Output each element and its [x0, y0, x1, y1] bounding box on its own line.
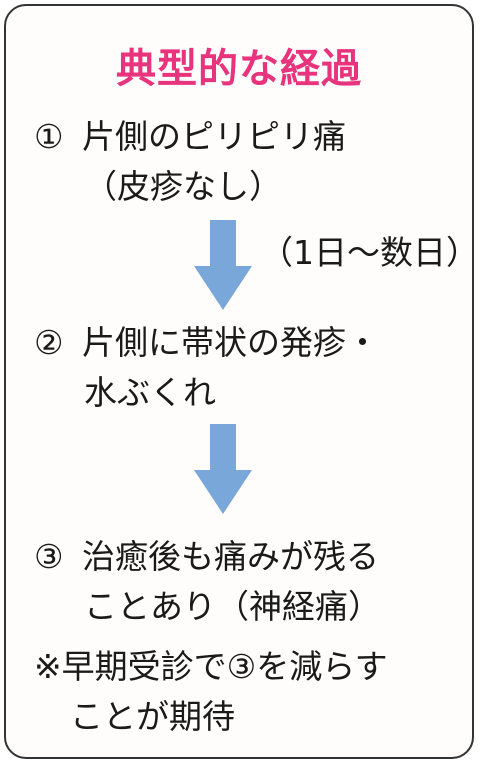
step-3-line2: ことあり（神経痛）: [84, 587, 381, 626]
down-arrow-icon: [194, 220, 252, 310]
step-1: ① 片側のピリピリ痛 （皮疹なし）: [34, 112, 346, 212]
step-2-line2: 水ぶくれ: [84, 373, 216, 412]
duration-label: （1日〜数日）: [260, 233, 479, 272]
step-2-line1: 片側に帯状の発疹・: [82, 323, 379, 362]
down-arrow-icon: [194, 424, 252, 514]
progression-card: 典型的な経過 ① 片側のピリピリ痛 （皮疹なし） （1日〜数日） ② 片側に帯状の発…: [4, 4, 479, 759]
step-3: ③ 治癒後も痛みが残る ことあり（神経痛）: [34, 532, 381, 632]
note: ※早期受診で③を減らす ことが期待: [34, 642, 388, 742]
diagram-title: 典型的な経過: [116, 46, 362, 92]
step-1-line1: 片側のピリピリ痛: [82, 117, 346, 156]
step-3-line1-row: ③ 治癒後も痛みが残る: [34, 532, 381, 582]
step-2: ② 片側に帯状の発疹・ 水ぶくれ: [34, 318, 379, 418]
step-2-number: ②: [34, 323, 64, 362]
note-line2: ことが期待: [70, 697, 235, 736]
step-1-line1-row: ① 片側のピリピリ痛: [34, 112, 346, 162]
step-1-line2: （皮疹なし）: [84, 167, 282, 206]
step-3-line1: 治癒後も痛みが残る: [82, 537, 379, 576]
step-2-line1-row: ② 片側に帯状の発疹・: [34, 318, 379, 368]
step-3-number: ③: [34, 537, 64, 576]
step-1-number: ①: [34, 117, 64, 156]
note-line1: ※早期受診で③を減らす: [34, 647, 388, 686]
